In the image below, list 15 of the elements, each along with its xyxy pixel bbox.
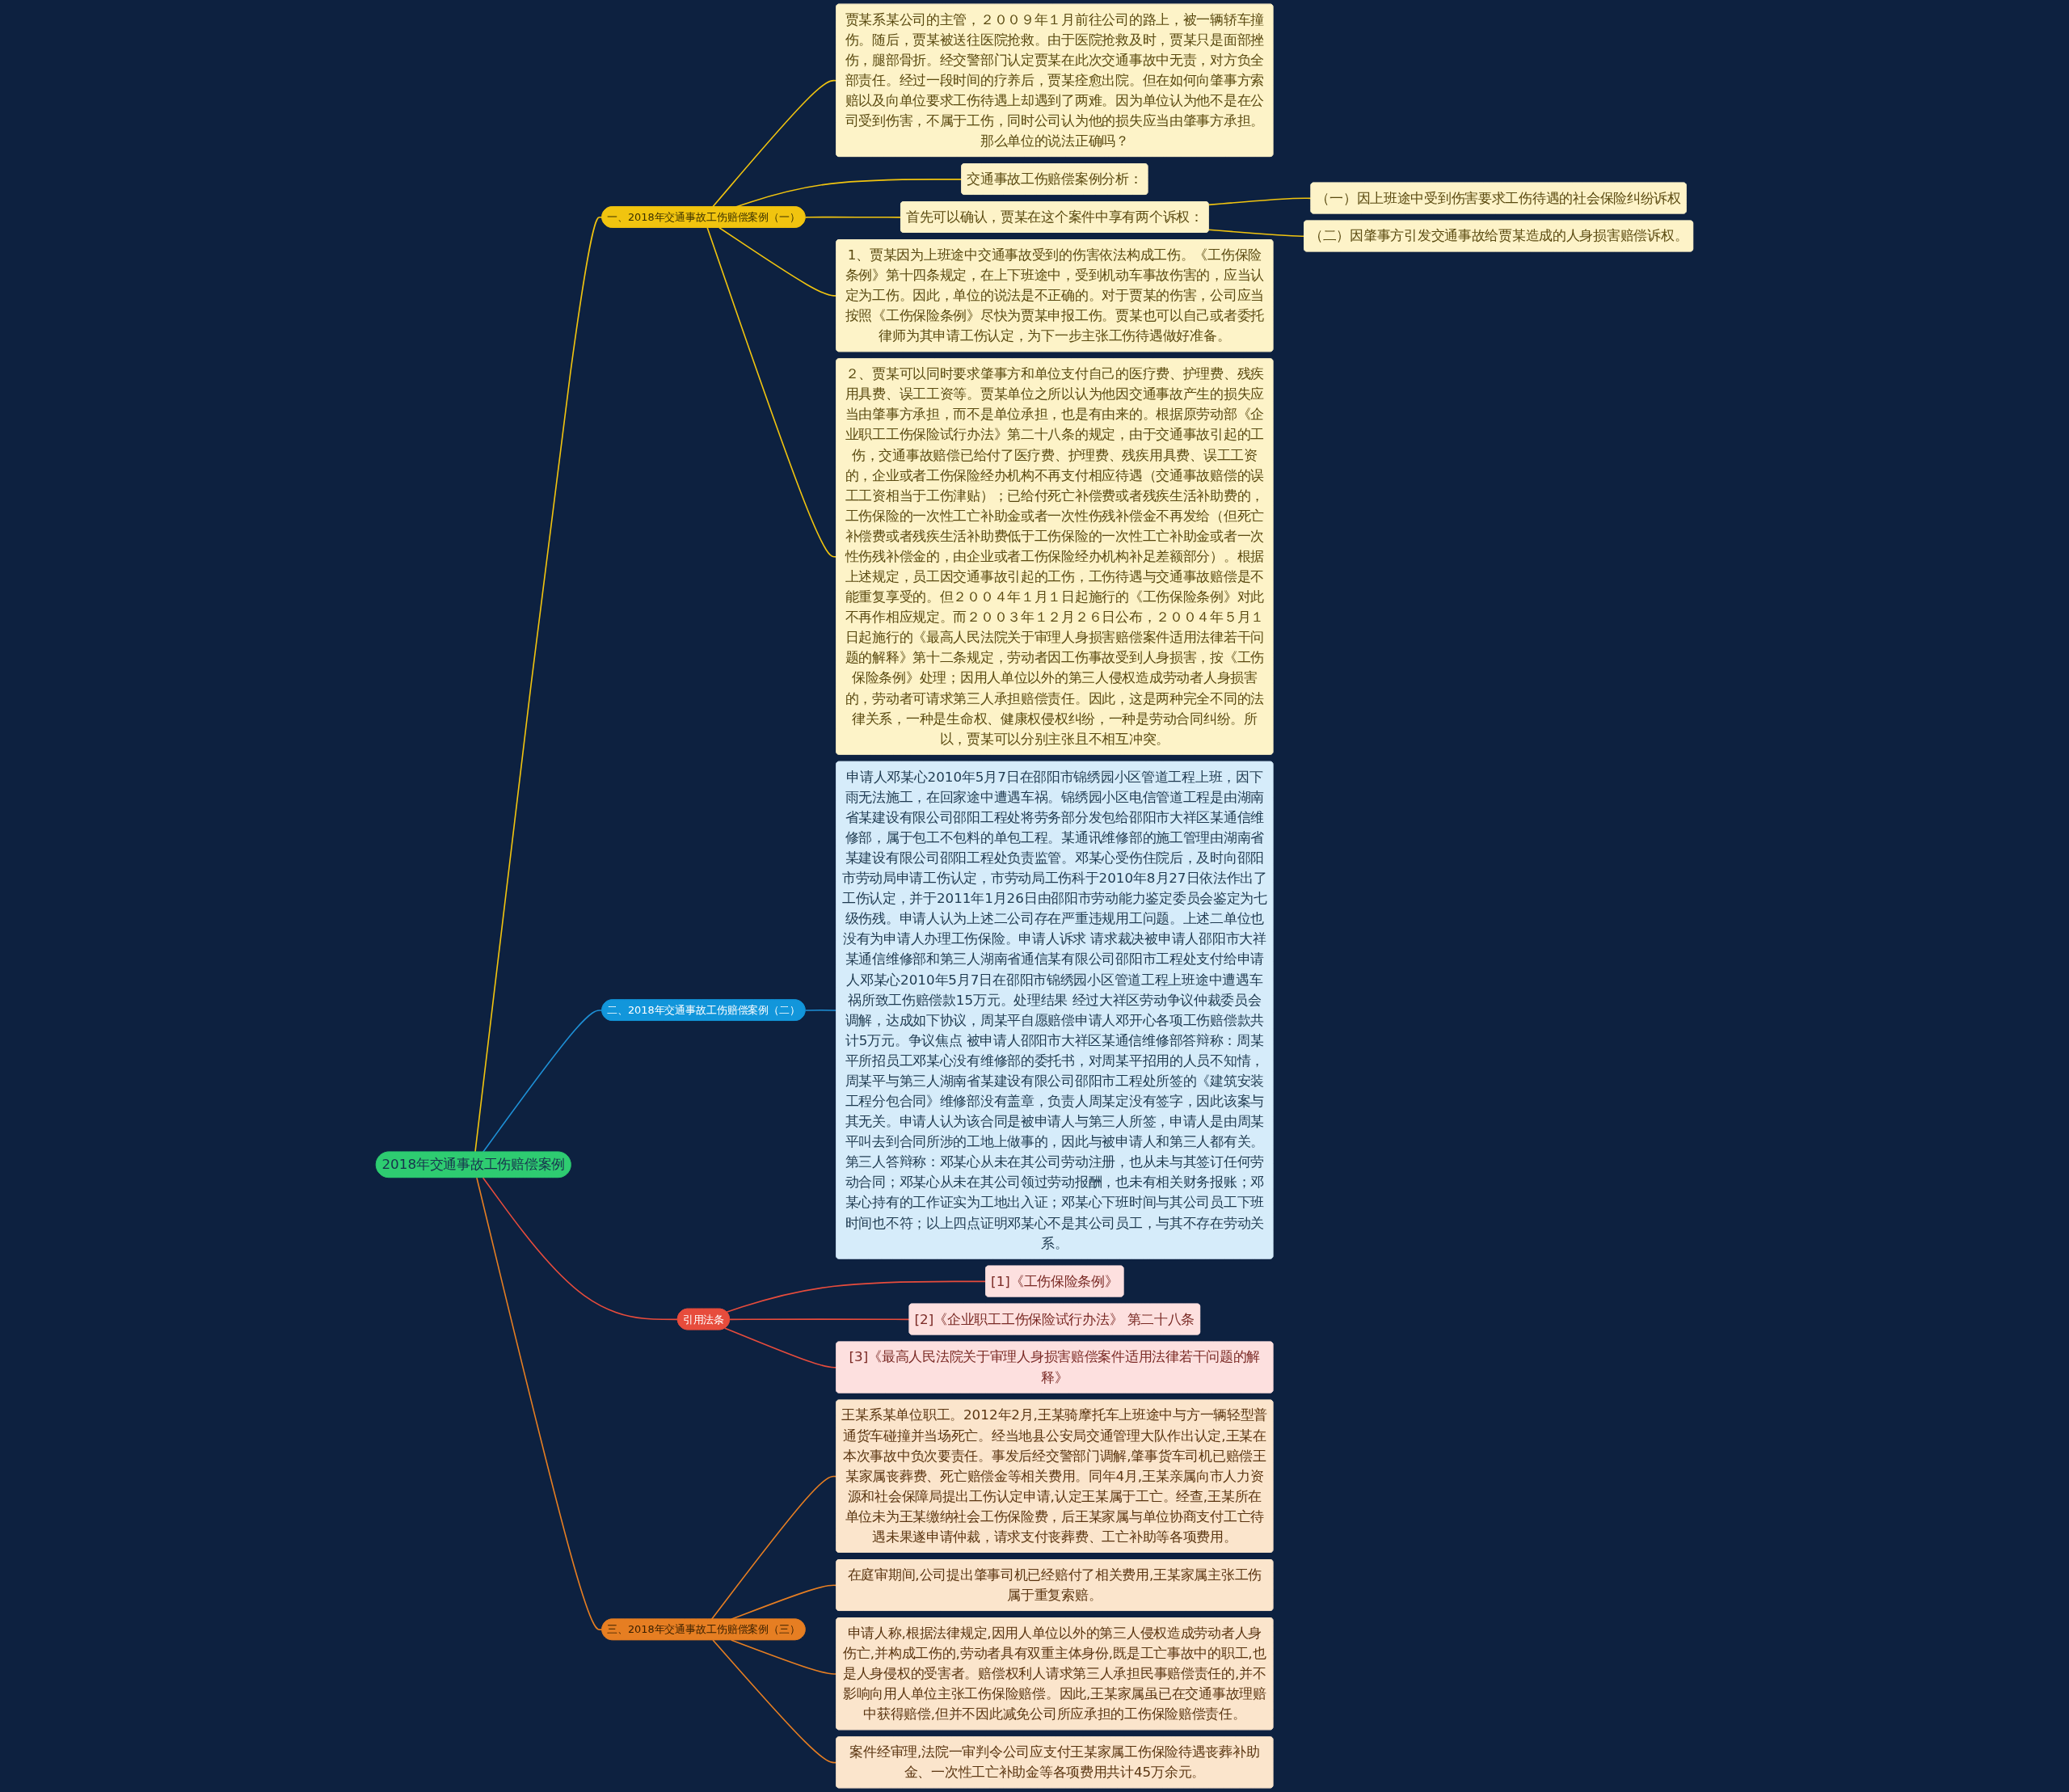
connector — [724, 1327, 837, 1368]
connector — [1207, 229, 1305, 238]
connector — [482, 1010, 603, 1153]
connector — [729, 1318, 911, 1321]
connector — [718, 226, 837, 297]
connector — [804, 1009, 837, 1011]
connector — [804, 216, 902, 218]
connector — [712, 1639, 837, 1764]
connector — [482, 1177, 679, 1321]
connector — [726, 1280, 987, 1313]
connector — [711, 79, 837, 208]
connector — [476, 1177, 603, 1630]
connector — [474, 217, 603, 1153]
connector — [706, 226, 837, 558]
connector — [730, 1639, 837, 1675]
